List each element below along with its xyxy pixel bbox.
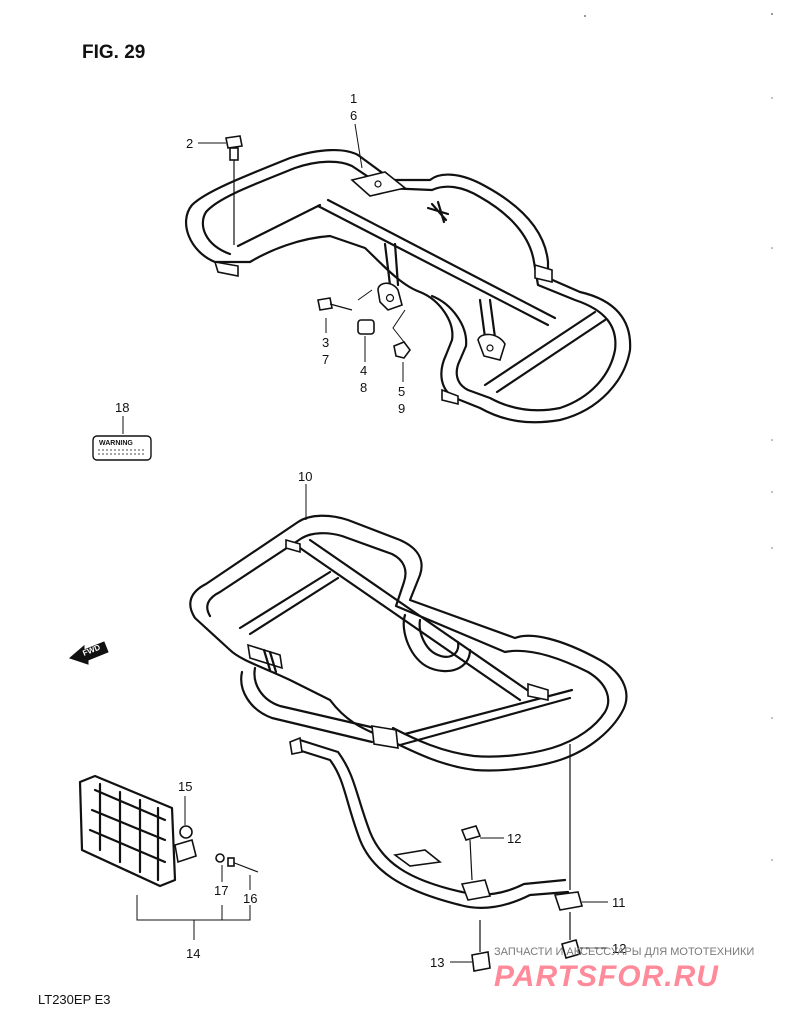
model-code: LT230EP E3 (38, 992, 111, 1007)
callout-5: 5 (398, 384, 405, 399)
callout-9: 9 (398, 401, 405, 416)
fwd-arrow: FWD (69, 641, 109, 665)
callout-1: 1 (350, 91, 357, 106)
light-guard (78, 774, 259, 888)
warning-label-text: WARNING (99, 440, 133, 447)
callout-14: 14 (186, 946, 200, 961)
watermark-tagline: ЗАПЧАСТИ И АКСЕССУАРЫ ДЛЯ МОТОТЕХНИКИ (494, 946, 754, 958)
callout-10: 10 (298, 469, 312, 484)
callout-12-upper: 12 (507, 831, 521, 846)
warning-label: WARNING (92, 435, 152, 461)
rear-carrier (189, 514, 628, 772)
callout-17: 17 (214, 883, 228, 898)
front-carrier (184, 148, 632, 424)
bolt-2 (225, 135, 243, 245)
callout-8: 8 (360, 380, 367, 395)
callout-6: 6 (350, 108, 357, 123)
callout-7: 7 (322, 352, 329, 367)
nut-13-bolt-12-lower (471, 912, 581, 972)
figure-title: FIG. 29 (82, 42, 145, 63)
callout-13: 13 (430, 955, 444, 970)
callout-15: 15 (178, 779, 192, 794)
watermark: ЗАПЧАСТИ И АКСЕССУАРЫ ДЛЯ МОТОТЕХНИКИ PA… (494, 946, 754, 993)
callout-2: 2 (186, 136, 193, 151)
callout-4: 4 (360, 363, 367, 378)
carrier-stay (289, 736, 584, 911)
mount-bracket-hardware (317, 282, 411, 359)
bolt-12-upper (460, 825, 482, 881)
callout-11: 11 (612, 895, 626, 910)
leader-lines (122, 123, 608, 963)
watermark-brand: PARTSFOR.RU (494, 960, 719, 993)
callout-12-lower: 12 (612, 941, 626, 956)
callout-18: 18 (115, 400, 129, 415)
scan-specks (584, 13, 773, 861)
callout-16: 16 (243, 891, 257, 906)
callout-3: 3 (322, 335, 329, 350)
